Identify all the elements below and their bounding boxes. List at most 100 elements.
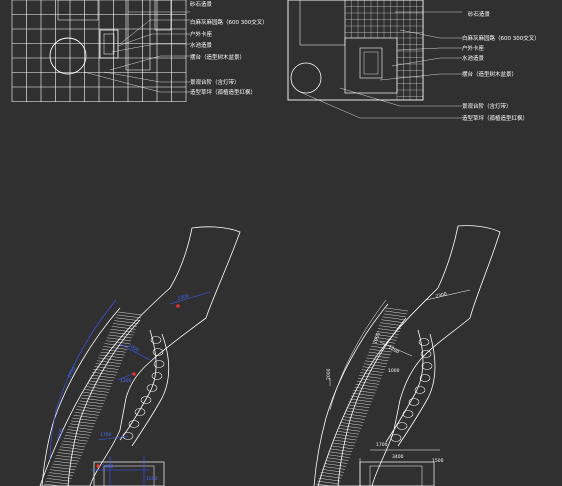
step-line (115, 317, 140, 321)
stepping-stone (140, 396, 152, 404)
top-right-labels: 砂石造景 白麻灰麻园路（600 300交叉） 户外卡座 水池造景 摆台（造型树木… (462, 10, 540, 122)
step-line (64, 435, 89, 439)
step-line (329, 448, 353, 452)
stepping-stone (152, 348, 164, 356)
label-gravel-r: 砂石造景 (468, 10, 491, 18)
stepping-stone (151, 372, 163, 380)
step-line (61, 443, 86, 448)
stepping-stone (134, 408, 146, 416)
step-line (360, 372, 383, 376)
step-line (348, 401, 371, 406)
dim-l-7: 1500 (146, 476, 158, 482)
step-line (367, 354, 390, 359)
step-line (62, 440, 87, 445)
label-pool-r: 水池造景 (462, 54, 485, 62)
dim-l-2: 1000 (127, 343, 140, 354)
stepping-stone (402, 410, 414, 418)
step-line (381, 319, 404, 323)
step-line (76, 409, 101, 413)
step-line (320, 472, 343, 476)
step-line (50, 469, 75, 473)
step-line (385, 307, 409, 312)
step-line (88, 380, 113, 384)
step-line (46, 478, 71, 482)
step-line (350, 395, 374, 400)
step-line (366, 357, 389, 362)
dim-l-0: 2300 (177, 293, 190, 302)
step-line (80, 397, 106, 402)
dim-r-5: 3400 (392, 454, 404, 460)
step-line (345, 410, 368, 414)
lawn-outline (39, 226, 241, 486)
step-line (87, 383, 112, 387)
label-planter: 摆台（造型树木盆景） (190, 53, 245, 61)
stepping-stone (150, 336, 162, 344)
dim-r-7: 2000 (326, 368, 332, 380)
step-line (333, 439, 356, 444)
step-line (352, 392, 375, 397)
step-line (57, 452, 82, 456)
step-line (98, 357, 123, 362)
step-line (108, 334, 133, 339)
bottom-left-layout (39, 226, 241, 486)
step-line (77, 406, 102, 410)
step-line (369, 348, 392, 353)
step-line (111, 326, 136, 330)
stepping-stone (128, 420, 140, 428)
step-line (384, 310, 407, 315)
label-steps-r: 景观台阶（含灯带） (462, 102, 512, 110)
dim-l-6: 3400 (102, 464, 114, 470)
step-line (74, 412, 99, 416)
label-path: 白麻灰麻园路（600 300交叉） (190, 18, 268, 26)
step-line (93, 369, 118, 373)
step-line (103, 346, 128, 350)
step-line (85, 386, 110, 390)
dim-l-1: 2700 (67, 366, 78, 379)
step-line (356, 381, 379, 385)
step-line (69, 423, 94, 427)
step-line (327, 454, 350, 458)
step-line (60, 446, 85, 450)
step-line (383, 313, 406, 318)
step-line (67, 429, 92, 433)
stepping-stone (418, 338, 430, 346)
step-line (336, 431, 360, 435)
step-line (375, 334, 398, 338)
step-line (353, 389, 376, 394)
top-left-plan (11, 0, 190, 102)
paving-tiles (344, 0, 423, 100)
label-gravel: 砂石造景 (190, 0, 213, 8)
step-line (84, 389, 109, 393)
step-line (95, 363, 120, 367)
dim-r-3: 1000 (388, 368, 400, 374)
step-line (355, 384, 378, 388)
step-line (71, 420, 96, 425)
label-seating: 户外卡座 (190, 30, 213, 38)
step-line (101, 349, 126, 353)
step-line (334, 436, 357, 441)
label-path-r: 白麻灰麻园路（600 300交叉） (462, 34, 540, 42)
dim-l-4: 2000 (56, 428, 65, 441)
step-line (110, 329, 135, 333)
step-line (359, 375, 382, 379)
label-pool: 水池造景 (190, 41, 213, 49)
step-line (347, 404, 370, 408)
step-line (45, 480, 70, 485)
step-line (362, 366, 385, 370)
step-line (83, 392, 108, 396)
top-right-plan (287, 0, 462, 119)
bottom-left-dim-text: 2300 2700 1000 1200 2000 1700 3400 1500 (56, 293, 190, 482)
stepping-stone (146, 384, 158, 392)
label-lawn: 造型草坪（孤植造型红枫） (190, 88, 256, 96)
step-line (53, 460, 78, 465)
step-line (376, 331, 399, 335)
step-line (66, 432, 91, 436)
step-line (113, 323, 138, 327)
step-line (52, 463, 77, 468)
step-line (371, 343, 395, 347)
steps-band-outer (41, 307, 121, 486)
step-line (63, 437, 88, 442)
step-line (349, 398, 372, 403)
